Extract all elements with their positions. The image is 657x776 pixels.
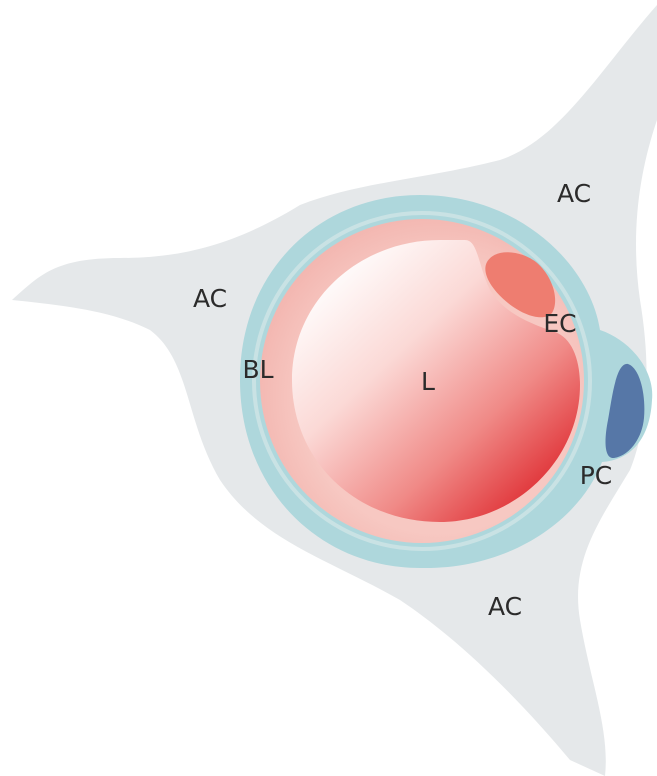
label-ac-top-right: AC [557,179,591,208]
label-lumen: L [421,367,435,396]
label-pericyte: PC [580,461,613,490]
label-ac-bottom: AC [488,592,522,621]
label-ac-left: AC [193,284,227,313]
label-basal-lamina: BL [242,355,273,384]
label-endothelial-cell: EC [543,309,576,338]
